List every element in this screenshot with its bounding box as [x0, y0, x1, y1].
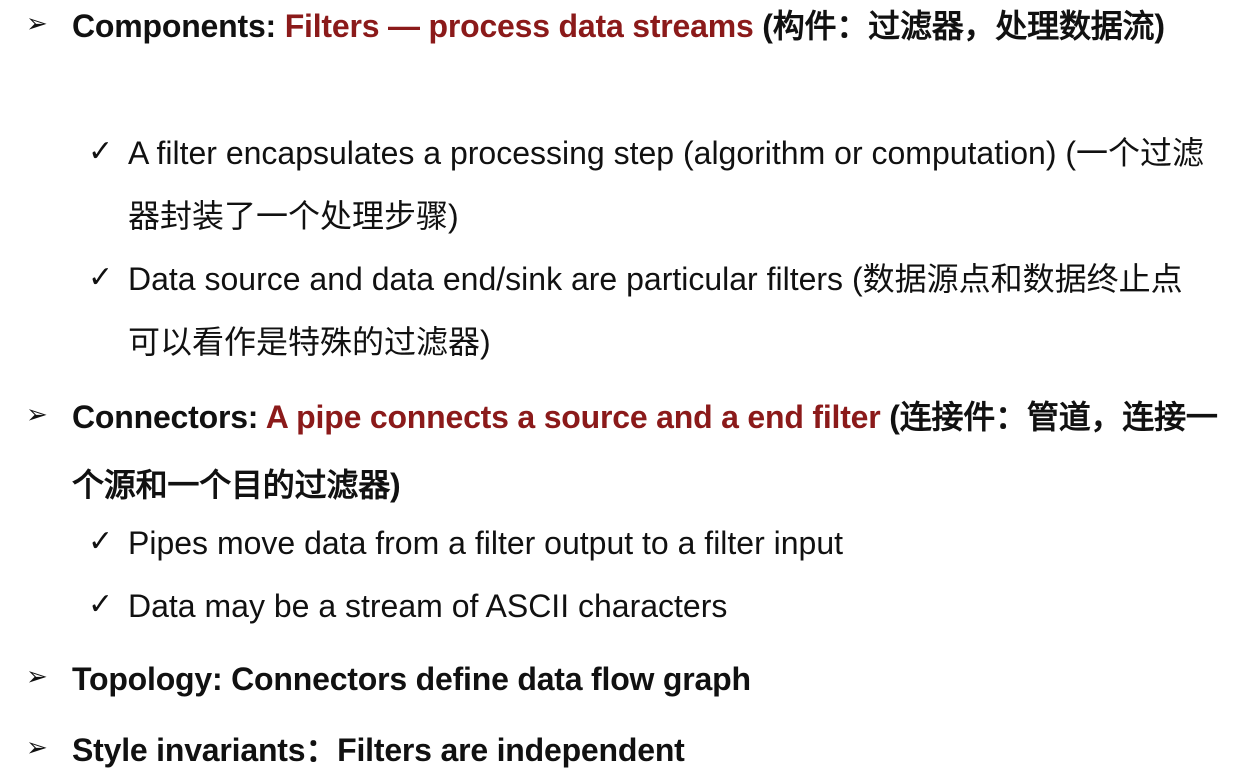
- components-heading: Components: Filters — process data strea…: [72, 0, 1222, 60]
- style-invariants-heading: Style invariants：Filters are independent: [72, 732, 685, 768]
- connectors-highlight: A pipe connects a source and a end filte…: [265, 399, 881, 435]
- sub-item-text: Data source and data end/sink are partic…: [128, 261, 1183, 360]
- connectors-rest: (连接件：管道，连接一个源和一个目的过滤器): [72, 399, 1218, 503]
- sub-item-data-source-sink: ✓ Data source and data end/sink are part…: [88, 248, 1208, 374]
- bullet-components: ➢ Components: Filters — process data str…: [0, 0, 1241, 128]
- arrow-bullet-icon: ➢: [26, 662, 48, 692]
- sub-item-text: A filter encapsulates a processing step …: [128, 135, 1205, 234]
- arrow-bullet-icon: ➢: [26, 733, 48, 763]
- check-icon: ✓: [88, 260, 114, 295]
- sub-item-ascii-stream: ✓ Data may be a stream of ASCII characte…: [88, 575, 1208, 638]
- arrow-bullet-icon: ➢: [26, 9, 48, 39]
- bullet-connectors: ➢ Connectors: A pipe connects a source a…: [0, 383, 1241, 519]
- sub-item-pipes-move: ✓ Pipes move data from a filter output t…: [88, 512, 1208, 575]
- sub-item-filter-encapsulates: ✓ A filter encapsulates a processing ste…: [88, 122, 1208, 248]
- components-highlight: Filters — process data streams: [284, 8, 754, 44]
- bullet-style-invariants: ➢ Style invariants：Filters are independe…: [0, 716, 1241, 784]
- bullet-topology: ➢ Topology: Connectors define data flow …: [0, 645, 1241, 713]
- components-rest: (构件：过滤器，处理数据流): [753, 8, 1165, 44]
- topology-heading: Topology: Connectors define data flow gr…: [72, 661, 751, 697]
- arrow-bullet-icon: ➢: [26, 400, 48, 430]
- components-label: Components:: [72, 8, 285, 44]
- connectors-heading: Connectors: A pipe connects a source and…: [72, 383, 1222, 519]
- sub-item-text: Pipes move data from a filter output to …: [128, 525, 844, 561]
- sub-item-text: Data may be a stream of ASCII characters: [128, 588, 728, 624]
- check-icon: ✓: [88, 587, 114, 622]
- check-icon: ✓: [88, 134, 114, 169]
- check-icon: ✓: [88, 524, 114, 559]
- connectors-label: Connectors:: [72, 399, 266, 435]
